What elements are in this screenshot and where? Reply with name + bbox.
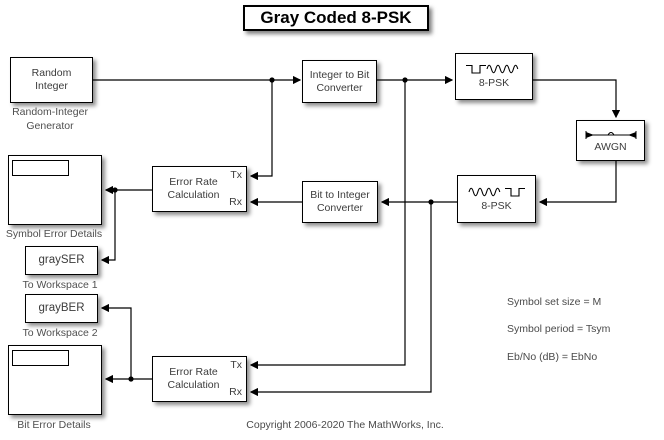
wire-branch-to-workspace1[interactable] — [100, 190, 116, 265]
block-text: 8-PSK — [481, 199, 512, 212]
wire-branch-to-erc2-rx[interactable] — [249, 202, 432, 397]
display-readout-rect — [12, 160, 69, 176]
annotation-symbol-period: Symbol period = Tsym — [507, 323, 611, 336]
block-text: Bit to Integer — [310, 189, 370, 202]
block-text: 8-PSK — [478, 77, 510, 90]
block-text: Calculation — [167, 189, 220, 201]
wire-branch-to-erc1-tx[interactable] — [249, 80, 273, 181]
block-text: grayBER — [38, 301, 85, 314]
block-text: AWGN — [594, 140, 627, 153]
block-label-random-integer[interactable]: Random-Integer Generator — [12, 106, 88, 133]
block-label-bit-error-details[interactable]: Bit Error Details — [17, 419, 91, 431]
model-title-text: Gray Coded 8-PSK — [260, 8, 412, 27]
wire-branch-to-erc2-tx[interactable] — [249, 80, 406, 370]
block-error-rate-calculation-2[interactable]: Error Rate Calculation Tx Rx — [152, 356, 247, 402]
modulator-waveform-icon — [466, 64, 519, 74]
display-readout-rect — [12, 350, 69, 366]
wire-branch-to-workspace2[interactable] — [100, 303, 132, 379]
copyright-annotation: Copyright 2006-2020 The MathWorks, Inc. — [246, 419, 444, 431]
branch-point — [112, 187, 118, 193]
parameter-annotations[interactable]: Symbol set size = M Symbol period = Tsym… — [507, 288, 610, 371]
branch-point — [428, 199, 434, 205]
demodulator-waveform-icon — [467, 187, 525, 197]
block-bit-to-integer-converter[interactable]: Bit to Integer Converter — [302, 181, 378, 223]
port-label-tx: Tx — [230, 359, 242, 371]
branch-point — [402, 77, 408, 83]
block-text: graySER — [38, 253, 85, 266]
block-8psk-demodulator[interactable]: 8-PSK — [457, 175, 536, 223]
port-label-rx: Rx — [229, 386, 242, 399]
awgn-channel-icon — [585, 130, 636, 139]
block-text: Error Rate — [169, 366, 218, 379]
block-label-symbol-error-details[interactable]: Symbol Error Details — [5, 228, 103, 240]
annotation-ebno: Eb/No (dB) = EbNo — [507, 350, 598, 363]
block-awgn-channel[interactable]: AWGN — [576, 120, 645, 161]
block-error-rate-calculation-1[interactable]: Error Rate Calculation Tx Rx — [152, 166, 247, 212]
block-text: Error Rate — [169, 176, 218, 189]
block-integer-to-bit-converter[interactable]: Integer to Bit Converter — [302, 60, 377, 103]
block-label-to-workspace-2[interactable]: To Workspace 2 — [22, 327, 98, 339]
wire-awgn-to-demod[interactable] — [538, 160, 617, 207]
block-text: Integer — [35, 80, 68, 92]
block-text: Converter — [316, 202, 364, 214]
block-text: Integer to Bit — [309, 68, 370, 81]
branch-point — [128, 376, 134, 382]
block-to-workspace-2[interactable]: grayBER — [25, 294, 98, 323]
port-label-tx: Tx — [230, 169, 242, 181]
block-random-integer-generator[interactable]: Random Integer — [10, 57, 93, 103]
model-title: Gray Coded 8-PSK — [243, 5, 429, 31]
wire-mod-to-awgn[interactable] — [532, 79, 621, 119]
block-text: Random — [31, 67, 72, 80]
annotation-symbol-set-size: Symbol set size = M — [507, 295, 602, 308]
block-to-workspace-1[interactable]: graySER — [25, 246, 98, 275]
block-text: Calculation — [167, 379, 220, 391]
block-symbol-error-details-display[interactable] — [8, 155, 102, 225]
block-8psk-modulator[interactable]: 8-PSK — [455, 53, 533, 100]
branch-point — [269, 77, 275, 83]
port-label-rx: Rx — [229, 196, 242, 209]
block-text: Converter — [316, 81, 363, 94]
block-bit-error-details-display[interactable] — [8, 345, 102, 415]
block-label-to-workspace-1[interactable]: To Workspace 1 — [22, 279, 98, 291]
